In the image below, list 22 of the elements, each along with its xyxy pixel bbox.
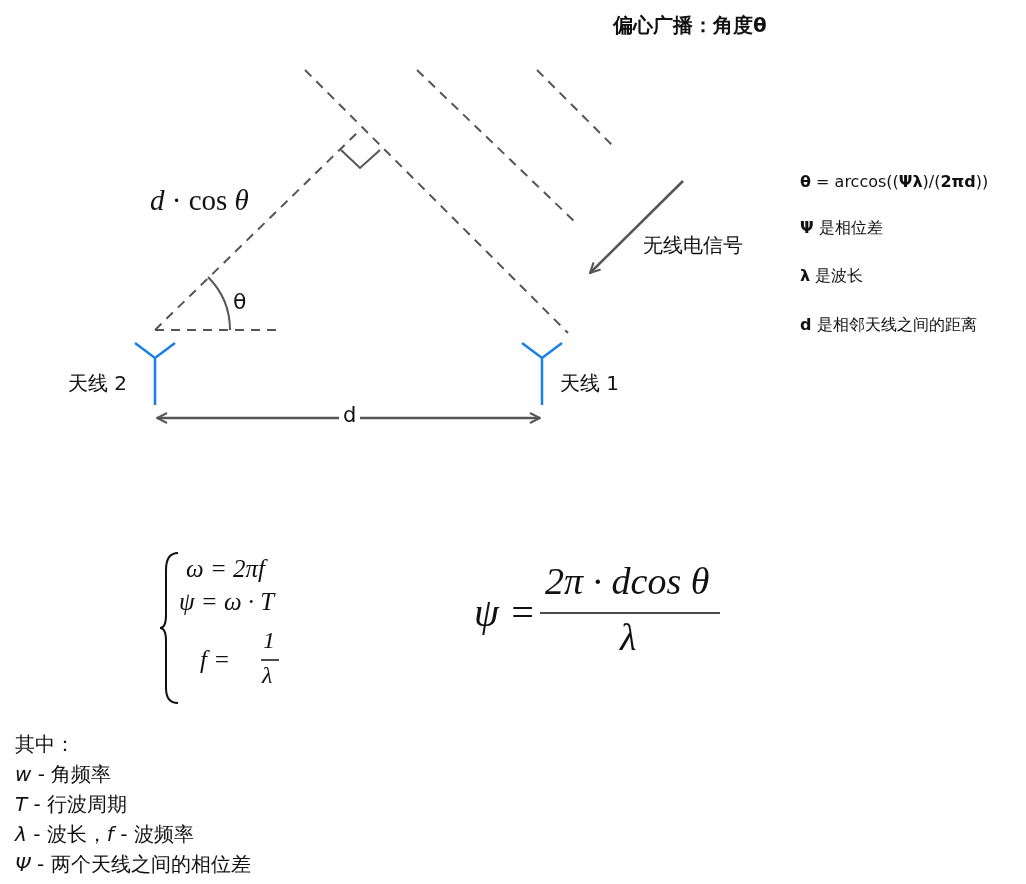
formula: 1 [263,627,275,655]
note-heading: 其中： [15,733,75,756]
note-text: w - 角频率 [15,763,112,786]
note-text: λ 是波长 [800,267,864,286]
note-text: Ψ 是相位差 [800,219,883,238]
formula-label: d · cos θ [150,184,249,218]
signal-label: 无线电信号 [643,234,743,257]
diagram-title: 偏心广播：角度θ [613,14,767,37]
angle-label: θ [233,289,247,315]
formula: λ [262,662,273,690]
antenna-label: 天线 2 [68,372,128,395]
note-text: Ψ - 两个天线之间的相位差 [15,853,251,876]
formula: f = [200,646,231,675]
note-text: T - 行波周期 [15,793,128,816]
antenna-label: 天线 1 [560,372,620,395]
formula: λ [620,616,637,660]
formula: 2π · dcos θ [545,560,710,604]
formula: ψ = ω · T [179,588,275,617]
note-text: d 是相邻天线之间的距离 [800,316,977,335]
formula-text: θ = arccos((Ψλ)/(2πd)) [800,173,989,192]
formula: ψ = [474,590,536,636]
note-text: λ - 波长，f - 波频率 [15,823,194,846]
